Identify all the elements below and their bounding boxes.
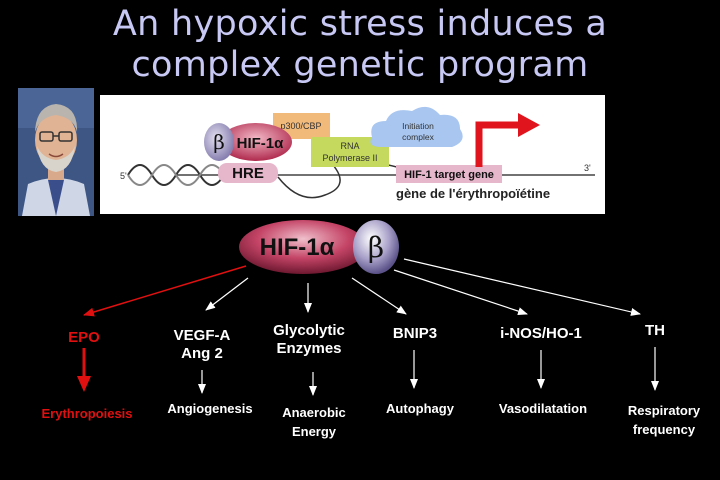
central-hif-label: HIF-1α: [260, 234, 335, 261]
slide-title: An hypoxic stress induces a complex gene…: [0, 4, 720, 86]
panel-hif-oval: [220, 123, 292, 161]
target-gene-box: [396, 165, 502, 183]
outcome-anaerobic-line-2: Energy: [291, 424, 337, 439]
panel-beta-circle: [204, 123, 234, 161]
p300-label: p300/CBP: [280, 121, 321, 131]
panel-beta-label: β: [213, 130, 225, 154]
target-inos: i-NOS/HO-1: [500, 325, 582, 342]
target-glycolytic-line-1: Glycolytic: [273, 322, 345, 339]
outcome-erythropoiesis: Erythropoiesis: [41, 406, 133, 421]
transcription-arrow: [475, 121, 520, 167]
rna-pol-line-1: RNA: [340, 141, 359, 151]
outcome-vasodilatation: Vasodilatation: [498, 401, 588, 416]
five-prime-label: 5': [120, 171, 127, 181]
outcome-autophagy: Autophagy: [386, 401, 454, 416]
outcome-angiogenesis: Angiogenesis: [167, 401, 253, 416]
arrow-to-vegf: [205, 277, 249, 311]
title-line-2: complex genetic program: [131, 45, 589, 85]
outcome-respiratory-line-2: frequency: [632, 422, 696, 437]
arrow-to-bnip3: [351, 277, 407, 315]
hre-label: HRE: [232, 165, 264, 182]
title-line-1: An hypoxic stress induces a: [112, 4, 608, 44]
target-bnip3: BNIP3: [392, 325, 438, 342]
target-glycolytic-line-2: Enzymes: [276, 340, 342, 357]
target-gene-label: HIF-1 target gene: [404, 169, 494, 181]
panel-hif-label: HIF-1α: [237, 135, 285, 152]
target-vegf: VEGF-A Ang 2: [152, 327, 252, 363]
init-line-2: complex: [402, 132, 434, 142]
central-hif-oval: [239, 220, 367, 274]
central-beta-circle: [353, 220, 399, 274]
arrow-to-epo: [83, 265, 247, 317]
gene-regulation-panel: HRE p300/CBP HIF-1α β RNA Polymerase II …: [100, 95, 605, 214]
outcome-anaerobic-energy: Anaerobic Energy: [262, 403, 366, 441]
target-vegf-line-1: VEGF-A: [173, 327, 231, 344]
transcription-arrowhead: [518, 113, 540, 137]
outcome-respiratory-frequency: Respiratory frequency: [612, 401, 716, 439]
hre-box: [218, 163, 278, 183]
initiation-complex-cloud: [370, 106, 463, 147]
central-hif-complex: HIF-1α β: [235, 218, 405, 276]
target-vegf-line-2: Ang 2: [181, 345, 223, 362]
target-epo: EPO: [68, 329, 100, 346]
arrow-to-th: [403, 258, 641, 316]
portrait-photo: [18, 88, 94, 216]
arrowhead-epo-down: [77, 376, 91, 392]
outcome-anaerobic-line-1: Anaerobic: [282, 405, 346, 420]
target-glycolytic: Glycolytic Enzymes: [253, 322, 365, 358]
target-th: TH: [645, 322, 665, 339]
dna-helix-b: [127, 164, 225, 186]
arrow-to-inos: [393, 269, 528, 315]
portrait-illustration: [18, 88, 94, 216]
central-beta-label: β: [368, 231, 384, 264]
init-line-1: Initiation: [402, 121, 434, 131]
gene-name-label: gène de l'érythropoïétine: [396, 186, 550, 201]
three-prime-label: 3': [584, 163, 591, 173]
rna-pol-line-2: Polymerase II: [322, 153, 377, 163]
outcome-respiratory-line-1: Respiratory: [627, 403, 701, 418]
